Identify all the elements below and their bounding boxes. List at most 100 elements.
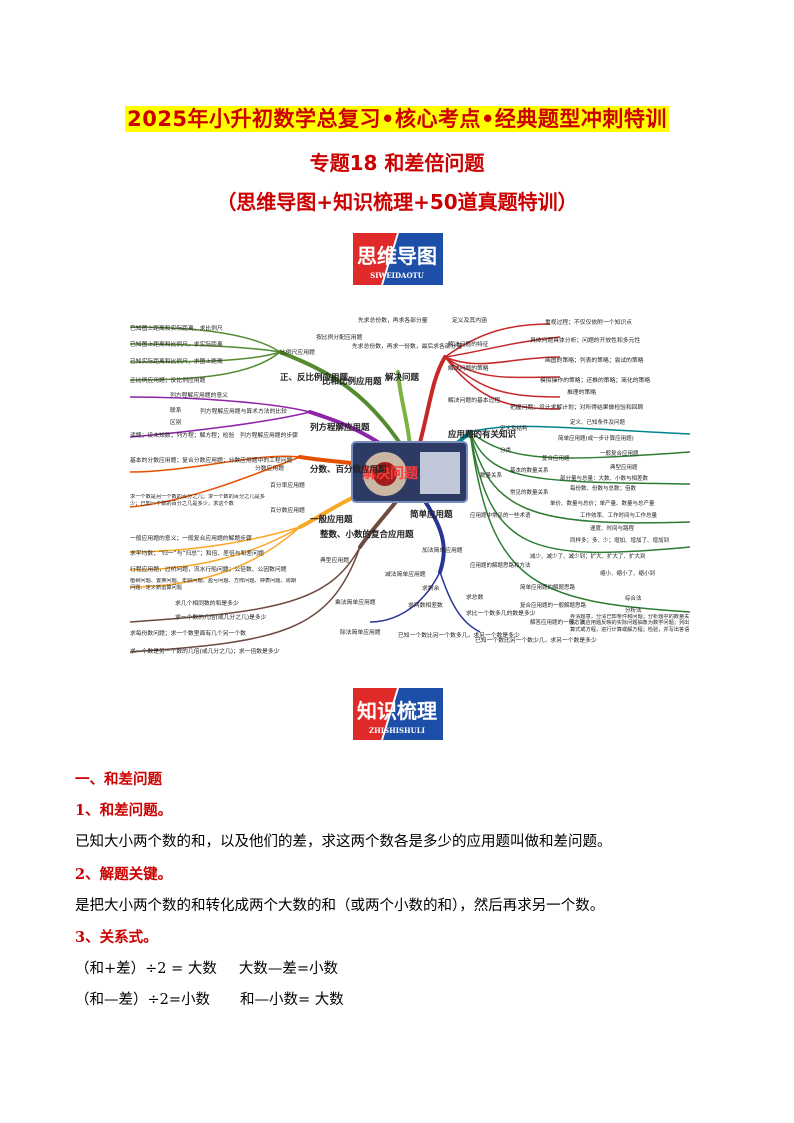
node-division: 除法简单应用题	[340, 628, 381, 636]
node-quantity: 数量关系	[480, 471, 503, 479]
leaf-general-1: 一般应用题的意义；一般复合应用题的解题步骤	[130, 534, 252, 542]
section-heading: 一、和差问题	[75, 771, 162, 788]
leaf-scale-1: 已知图上距离和实际距离，求比例尺	[130, 324, 223, 332]
leaf-rm-14: 减少、减少了、减少到；扩大、扩大了、扩大到	[530, 552, 646, 560]
leaf-rm-17: 复合应用题的一般解题思路	[520, 601, 587, 609]
leaf-div-1: 求每份数问题；求一个数里面有几个另一个数	[130, 629, 246, 637]
leaf-rm-12: 速度、时间与路程	[590, 524, 635, 532]
node-process: 解决问题的基本过程	[448, 396, 500, 404]
knowledge-badge-title: 知识梳理	[357, 699, 437, 723]
leaf-rm-21: 弄清题意，分清已知条件和问题；分析题中的数量关系，找应用题反映的实际问题抽象为数…	[570, 614, 690, 633]
node-structure: 定义及结构	[500, 424, 528, 432]
mindmap-center-image: 解决问题	[351, 441, 468, 503]
leaf-fraction-2: 百分率应用题	[270, 481, 305, 489]
branch-equation: 列方程解应用题	[310, 422, 370, 433]
branch-simple: 简单应用题	[410, 509, 453, 520]
leaf-rm-18: 综合法	[625, 594, 642, 602]
node-scale: 比例尺应用题	[280, 348, 315, 356]
leaf-eq-3a: 读题；设未知数；列方程；解方程；检验	[130, 431, 235, 439]
leaf-typical-2: 行程应用题，过桥问题，流水行船问题；公倍数、公因数问题	[130, 565, 287, 573]
leaf-rt-1: 重视过程；不仅仅依附一个知识点	[545, 318, 632, 326]
subsection-2-title: 2、解题关键。	[75, 866, 173, 883]
formula-small-from-large: 大数—差=小数	[238, 961, 339, 977]
knowledge-badge-icon: 知识梳理 ZHISHISHULI	[353, 688, 443, 740]
leaf-rm-10: 单价、数量与总价；单产量、数量与总产量	[550, 499, 655, 507]
mindmap-center-label: 解决问题	[362, 465, 419, 482]
leaf-prop-2: 先求总份数，再求一份数，最后求各部分量	[352, 342, 462, 350]
leaf-eq-2b: 区别	[170, 418, 182, 426]
leaf-direct-inverse: 正比例应用题；反比例应用题	[130, 376, 206, 384]
leaf-add-3: 已知一个数比另一个数少几，求另一个数是多少	[475, 636, 597, 644]
leaf-typical-1: 求平均数；“归一”与“归总”；和倍、差倍与和差问题	[130, 549, 264, 557]
leaf-sub-3: 已知一个数比另一个数多几，求另一个数是多少	[398, 631, 520, 639]
mindmap-badge-title: 思维导图	[357, 244, 437, 268]
leaf-rm-9: 常见的数量关系	[510, 488, 549, 496]
node-typical: 典型应用题	[320, 556, 349, 564]
leaf-rm-11: 工作效率、工作时间与工作总量	[580, 511, 658, 519]
leaf-rm-1: 定义、已知条件及问题	[570, 418, 626, 426]
leaf-rt-2: 具体问题具体分析；问题的开放性和多元性	[530, 336, 640, 344]
branch-solve: 解决问题	[385, 372, 420, 383]
subsection-1-text: 已知大小两个数的和，以及他们的差，求这两个数各是多少的应用题叫做和差问题。	[75, 834, 612, 850]
branch-general: 一般应用题	[310, 514, 353, 525]
leaf-eq-2: 列方程解应用题与算术方法的比较	[200, 407, 287, 415]
branch-ratio: 比和比例应用题	[322, 376, 382, 387]
branch-knowledge: 应用题的有关知识	[448, 429, 517, 440]
leaf-rm-6: 基本的数量关系	[510, 466, 549, 474]
leaf-scale-3: 已知实际距离和比例尺，求图上距离	[130, 357, 223, 365]
node-methods: 应用题的解题思路和方法	[470, 561, 531, 569]
leaf-rm-19: 分析法	[625, 606, 642, 614]
leaf-rm-20: 解答应用题的一般方法	[530, 618, 586, 626]
node-proportion: 按比例分配应用题	[316, 333, 363, 341]
leaf-mul-2: 求一个数的几倍(或几分之几)是多少	[175, 613, 267, 621]
leaf-rm-3: 复合应用题	[542, 454, 570, 462]
mind-map-diagram: 解决问题 解决问题 应用题的有关知识 简单应用题 整数、小数的复合应用题 一般应…	[130, 316, 691, 655]
node-terms: 应用题中常见的一些术语	[470, 511, 531, 519]
leaf-eq-2a: 联系	[170, 406, 182, 414]
mindmap-badge-pinyin: SIWEIDAOTU	[370, 271, 424, 280]
leaf-sub-1: 求剩余	[422, 584, 440, 592]
leaf-rt-5: 推理的策略	[567, 388, 596, 396]
leaf-rm-2: 简单应用题(或一步计算应用题)	[558, 434, 634, 442]
leaf-rm-15: 缩小、缩小了、缩小到	[600, 569, 655, 577]
leaf-eq-3: 列方程解应用题的步骤	[240, 431, 298, 439]
document-subtitle: 专题18 和差倍问题	[309, 151, 485, 175]
leaf-rm-7: 部分量与总量：大数、小数与相差数	[560, 474, 649, 482]
document-tagline: （思维导图+知识梳理+50道真题特训）	[216, 190, 578, 214]
leaf-typical-3: 植树问题、置换问题、年龄问题、盈亏问题、方阵问题、钟表问题、周期问题、定义新运算…	[130, 578, 297, 591]
node-multiplication: 乘法简单应用题	[335, 598, 376, 606]
leaf-rt-6: 把握问题；设计求解计划；对所得结果做检验和回顾	[510, 403, 644, 411]
branch-fraction: 分数、百分数应用题	[310, 464, 387, 475]
leaf-sub-2: 求两数相差数	[408, 601, 443, 609]
leaf-mul-1: 求几个相同数的和是多少	[175, 599, 239, 607]
node-definition: 定义及其内涵	[452, 316, 487, 324]
node-feature: 解决问题的特征	[448, 340, 489, 348]
branch-compound: 整数、小数的复合应用题	[320, 529, 414, 540]
subsection-2-text: 是把大小两个数的和转化成两个大数的和（或两个小数的和），然后再求另一个数。	[75, 898, 605, 914]
leaf-prop-1: 先求总份数，再求各部分量	[358, 316, 428, 324]
leaf-eq-1: 列方程解应用题的意义	[170, 391, 228, 399]
subsection-3-title: 3、关系式。	[75, 929, 158, 946]
document-title: 2025年小升初数学总复习•核心考点•经典题型冲刺特训	[0, 103, 794, 133]
node-category: 分类	[500, 446, 512, 454]
knowledge-badge-pinyin: ZHISHISHULI	[369, 726, 425, 735]
document-title-text: 2025年小升初数学总复习•核心考点•经典题型冲刺特训	[125, 106, 669, 132]
leaf-div-2: 求一个数是另一个数的几倍(或几分之几)；求一倍数是多少	[130, 647, 280, 655]
leaf-rt-3: 画图的策略；列表的策略；尝试的策略	[545, 356, 644, 364]
leaf-add-2: 求比一个数多几的数是多少	[466, 609, 536, 617]
leaf-rm-13: 同样多；多、少；增加、增加了、增加到	[570, 536, 669, 544]
formula-small-number: （和—差）÷2=小数	[75, 992, 211, 1008]
leaf-rt-4: 模拟操作的策略；还推的策略；简化的策略	[540, 376, 650, 384]
formula-row-1: （和+差）÷2 = 大数 大数—差=小数	[75, 957, 338, 978]
leaf-rm-8: 每份数、份数与总数；倍数	[570, 484, 637, 492]
node-strategy: 解决问题的策略	[448, 364, 489, 372]
branch-direct-inverse: 正、反比例应用题	[280, 372, 349, 383]
leaf-rm-5: 典型应用题	[610, 463, 638, 471]
node-subtraction: 减法简单应用题	[385, 570, 426, 578]
leaf-fraction-1: 分数应用题	[255, 464, 284, 472]
formula-large-from-small: 和—小数= 大数	[240, 992, 344, 1008]
formula-large-number: （和+差）÷2 = 大数	[75, 961, 217, 977]
subsection-1-title: 1、和差问题。	[75, 802, 173, 819]
leaf-scale-2: 已知图上距离和比例尺，求实际距离	[130, 340, 223, 348]
leaf-fraction-3a: 求一个数是另一个数的百分之几；求一个数的百分之几是多少；已知一个数的百分之几是多…	[130, 494, 265, 507]
